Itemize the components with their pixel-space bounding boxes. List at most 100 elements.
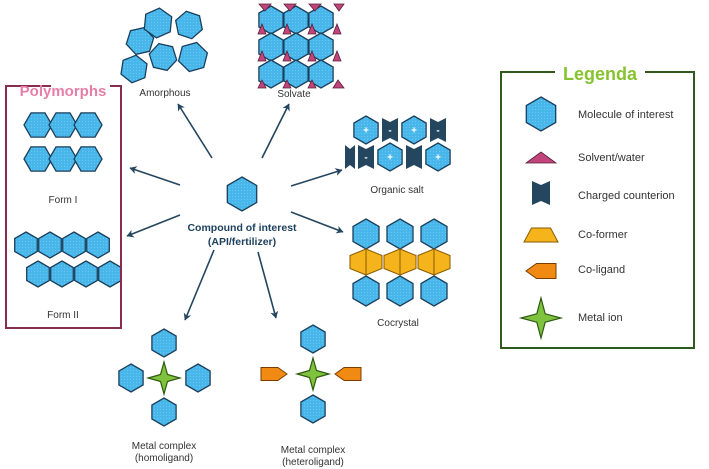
metal-homo-label-line1: Metal complex	[132, 441, 196, 452]
amorphous-molecule-icon	[120, 54, 148, 84]
metal-hetero-label-line1: Metal complex	[281, 445, 345, 456]
charge-minus-label: -	[364, 153, 367, 164]
charge-plus-label: +	[363, 126, 369, 137]
form2-label: Form II	[47, 310, 79, 321]
trapezoid-icon	[417, 248, 435, 276]
form1-molecule-icon	[48, 146, 78, 172]
legend-label-coformer: Co-former	[578, 229, 628, 241]
form2-molecule-icon	[62, 231, 86, 259]
form2-molecule-icon	[98, 260, 122, 288]
pentagon-icon	[525, 263, 557, 279]
legend-label-counterion: Charged counterion	[578, 190, 675, 202]
metal-homo-label-line2: (homoligand)	[135, 453, 193, 464]
form1-molecule-icon	[48, 112, 78, 138]
arrow-connector	[290, 211, 344, 234]
legend-label-molecule: Molecule of interest	[578, 109, 673, 121]
arrow-connector	[290, 168, 343, 187]
arrow-connector	[257, 251, 279, 319]
ligand-molecule-icon	[185, 363, 211, 393]
star-icon	[145, 359, 183, 397]
solvate-label: Solvate	[277, 89, 311, 100]
trapezoid-icon	[399, 248, 417, 276]
triangle-icon	[307, 49, 317, 62]
polymorphs-frame	[5, 85, 122, 329]
amorphous-molecule-icon	[143, 7, 173, 39]
polymorphs-title: Polymorphs	[20, 83, 107, 100]
legend-title: Legenda	[563, 64, 638, 84]
form2-molecule-icon	[38, 231, 62, 259]
counterion-icon	[532, 181, 550, 205]
form1-molecule-icon	[23, 146, 53, 172]
cocrystal-molecule-icon	[352, 218, 380, 250]
legend-frame	[500, 71, 695, 349]
counterion-icon	[430, 118, 446, 142]
ligand-molecule-icon	[300, 394, 326, 424]
triangle-icon	[282, 79, 292, 89]
form1-label: Form I	[49, 195, 78, 206]
form2-molecule-icon	[86, 231, 110, 259]
salt-cation-icon	[377, 142, 403, 172]
counterion-icon	[358, 145, 374, 169]
amorphous-molecule-icon	[177, 41, 209, 73]
pentagon-icon	[260, 367, 288, 381]
trapezoid-icon	[365, 248, 383, 276]
triangle-icon	[307, 22, 317, 35]
arrows-group	[126, 103, 344, 321]
amorphous-molecule-icon	[125, 26, 155, 56]
solvate-molecule-icon	[258, 59, 284, 89]
counterion-icon	[406, 145, 422, 169]
form1-molecule-icon	[73, 112, 103, 138]
counterion-icon	[382, 118, 398, 142]
charge-plus-label: +	[411, 126, 417, 137]
form2-molecule-icon	[26, 260, 50, 288]
triangle-icon	[307, 79, 317, 89]
star-icon	[294, 355, 332, 393]
arrow-connector	[126, 214, 181, 238]
amorphous-molecule-icon	[148, 42, 178, 72]
triangle-icon	[257, 49, 267, 62]
legend-molecule-icon	[525, 96, 557, 132]
triangle-icon	[332, 22, 342, 35]
cocrystal-molecule-icon	[386, 218, 414, 250]
amorphous-molecule-icon	[174, 10, 204, 40]
triangle-icon	[258, 3, 272, 12]
solvate-molecule-icon	[283, 59, 309, 89]
amorphous-label: Amorphous	[139, 88, 190, 99]
trapezoid-icon	[383, 248, 401, 276]
legend-panel: Legenda Molecule of interest Solvent/wat…	[500, 64, 695, 349]
arrow-connector	[177, 103, 213, 159]
triangle-icon	[283, 3, 297, 12]
form1-molecule-icon	[23, 112, 53, 138]
triangle-icon	[333, 3, 345, 12]
polymorphs-panel: Polymorphs Form I Form II	[5, 83, 122, 329]
triangle-icon	[308, 3, 322, 12]
triangle-icon	[257, 79, 267, 89]
organic-salt-label: Organic salt	[370, 185, 424, 196]
legend-label-coligand: Co-ligand	[578, 264, 625, 276]
form2-molecule-icon	[14, 231, 38, 259]
ligand-molecule-icon	[151, 328, 177, 358]
cocrystal-molecule-icon	[352, 275, 380, 307]
cocrystal-molecule-icon	[386, 275, 414, 307]
cocrystal-label: Cocrystal	[377, 318, 419, 329]
legend-label-solvent: Solvent/water	[578, 152, 645, 164]
cocrystal-molecule-icon	[420, 218, 448, 250]
cocrystal-molecule-icon	[420, 275, 448, 307]
center-label-line1: Compound of interest	[187, 222, 297, 234]
charge-plus-label: +	[435, 153, 441, 164]
trapezoid-icon	[523, 227, 559, 243]
arrow-connector	[183, 249, 215, 321]
triangle-icon	[332, 49, 342, 62]
metal-hetero-label-line2: (heteroligand)	[282, 457, 344, 468]
form1-molecule-icon	[73, 146, 103, 172]
solvate-molecule-icon	[308, 59, 334, 89]
triangle-icon	[332, 79, 345, 89]
form2-molecule-icon	[74, 260, 98, 288]
triangle-icon	[282, 49, 292, 62]
form2-molecule-icon	[50, 260, 74, 288]
arrow-connector	[129, 166, 181, 186]
arrow-connector	[261, 103, 290, 159]
ligand-molecule-icon	[300, 324, 326, 354]
legend-label-metal: Metal ion	[578, 312, 623, 324]
